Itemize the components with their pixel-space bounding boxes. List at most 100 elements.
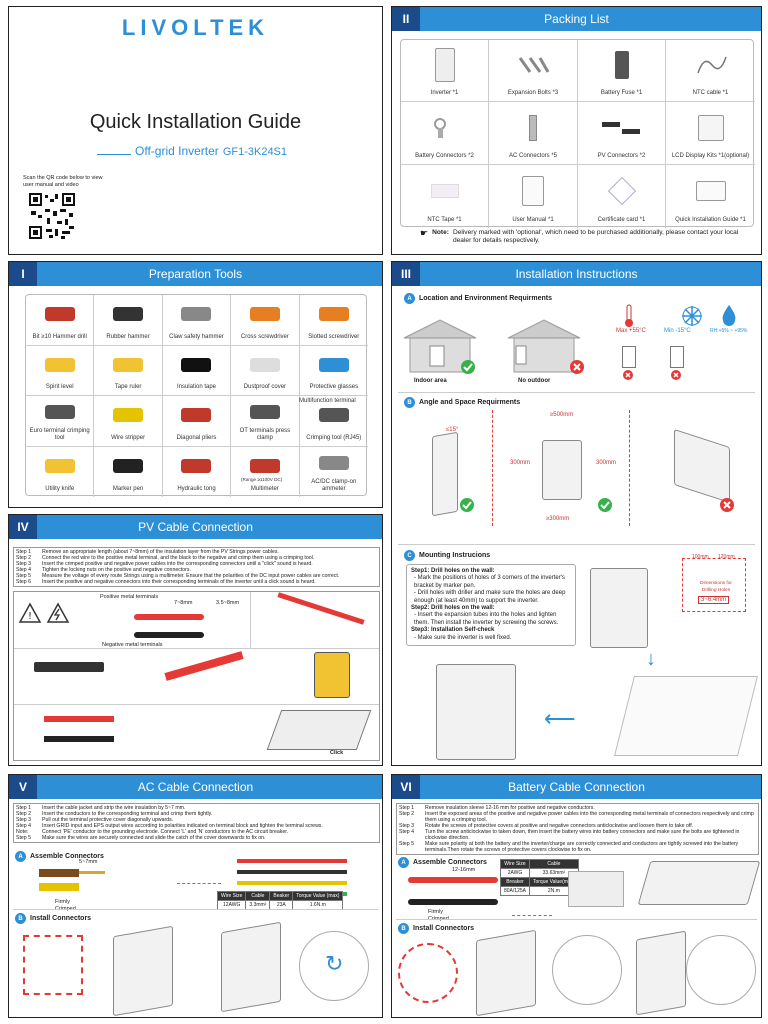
pv-diagram-area: ! Positive metal terminals 7~8mm 3.5~8mm… [13,591,380,761]
side-space-left: 300mm [510,460,531,466]
cover-panel: LIVOLTEK Quick Installation Guide Off-gr… [8,6,383,255]
tool-item: Spirit level [26,345,95,396]
firmly-crimped: Firmly Crimped [428,909,449,922]
tool-image [44,459,75,474]
tool-label: Protective glasses [309,384,359,390]
tool-label: Marker pen [112,486,144,492]
pack-item-ntc-cable: NTC cable *1 [666,40,755,102]
tool-image [249,307,280,322]
side-space-right: 300mm [596,460,617,466]
mount-step-text: - Insert the expansion tubes into the ho… [414,612,559,626]
subtitle-row: Off-grid Inverter GF1-3K24S1 [97,144,287,159]
tool-image [44,404,75,419]
crimp-diagram [250,592,381,648]
tool-image [181,307,212,322]
ac-inverter-1 [113,925,173,1017]
section-number: II [392,7,420,31]
install-panel: III Installation Instructions A Location… [391,261,762,766]
down-arrow-icon: ↓ [646,648,656,670]
packing-header: II Packing List [392,7,761,31]
page-title: Quick Installation Guide [89,111,302,133]
dim-note: Dimensions for Drilling Holes [700,581,732,593]
tool-label: Spirit level [45,384,74,390]
mounting-subtitle: C Mounting Instrucions [404,550,490,561]
ok-check-icon [598,498,612,512]
pack-item-certificate: Certificate card *1 [578,165,666,228]
red-pv-cable [44,716,114,722]
tool-label: Cross screwdriver [240,333,289,340]
ac-plug-illustration [23,935,83,995]
pack-item-qig: Quick Installation Guide *1 [666,165,755,228]
battery-lug-red [408,877,498,883]
tool-item: Diagonal pliers [162,396,232,447]
left-arrow-icon: ⟵ [544,706,576,731]
section-number: VI [392,775,420,799]
tool-label: Euro terminal crimping tool [29,427,90,441]
right-arrow-dashed [512,915,552,916]
pack-item-battery-connectors: Battery Connectors *2 [401,102,489,165]
battery-terminal-circle [552,935,622,1005]
tools-header: I Preparation Tools [9,262,382,286]
pack-item-pv-connectors: PV Connectors *2 [578,102,666,165]
tool-item: Claw safety hammer [162,295,232,346]
qr-code-icon[interactable] [27,191,77,241]
tool-label: Insulation tape [176,384,216,390]
install-header: III Installation Instructions [392,262,761,286]
pos-terminals-label: Positive metal terminals [100,594,159,600]
inverter-front-illustration [542,440,582,500]
step-badge: C [404,550,415,561]
tool-item: Rubber hammer [94,295,163,346]
mount-step-text: - Drill holes with driller and make sure… [414,590,566,604]
tool-item: Slotted screwdriver [299,295,368,346]
step-badge: A [404,293,415,304]
ac-inverter-2 [221,921,281,1013]
battery-inverter-2 [636,930,686,1016]
pointing-hand-icon: ☛ [420,228,429,238]
bad-cross-icon [570,360,584,374]
sun-exposure-icon [622,346,636,368]
tool-item: Dustproof cover [231,345,300,396]
battery-terminal-closeup [568,871,624,907]
indoor-label: Indoor area [414,378,447,384]
tool-label: Wire stripper [111,434,146,441]
packing-grid: Inverter *1 Expansion Bolts *3 Battery F… [400,39,755,228]
black-cable [134,632,204,638]
battery-cover-closeup [398,943,458,1003]
packing-note: ☛ Note: Delivery marked with 'optional',… [420,229,750,245]
dim-1: 100mm [692,554,709,560]
strip-length: 12-16mm [452,867,476,873]
tools-range-label: (Range ≥1100V DC) [241,477,283,482]
subtitle-line [97,154,131,155]
tool-label: Bit ≥10 Hammer drill [32,333,87,340]
divider [13,909,378,910]
tool-image [181,408,212,423]
strip-length: 7~8mm [174,600,193,606]
wall-illustration [614,676,758,756]
tool-image [249,357,280,372]
step-row: Note:Connect 'PE' conductor to the groun… [16,829,289,835]
tool-label: Diagonal pliers [176,434,217,441]
rain-exposure-icon [670,346,684,368]
packing-panel: II Packing List Inverter *1 Expansion Bo… [391,6,762,255]
firmly-crimped: Firmly Crimped [55,899,76,912]
step-badge: A [398,857,409,868]
tool-item: Euro terminal crimping tool [26,396,95,447]
note-text: Delivery marked with 'optional', which n… [452,229,739,244]
bad-cross-icon [671,370,681,380]
snowflake-icon [682,306,702,326]
bad-cross-icon [623,370,633,380]
battery-header: VI Battery Cable Connection [392,775,761,799]
ac-cover-illustration [299,931,369,1001]
tool-item: Hydraulic tong [163,446,232,497]
